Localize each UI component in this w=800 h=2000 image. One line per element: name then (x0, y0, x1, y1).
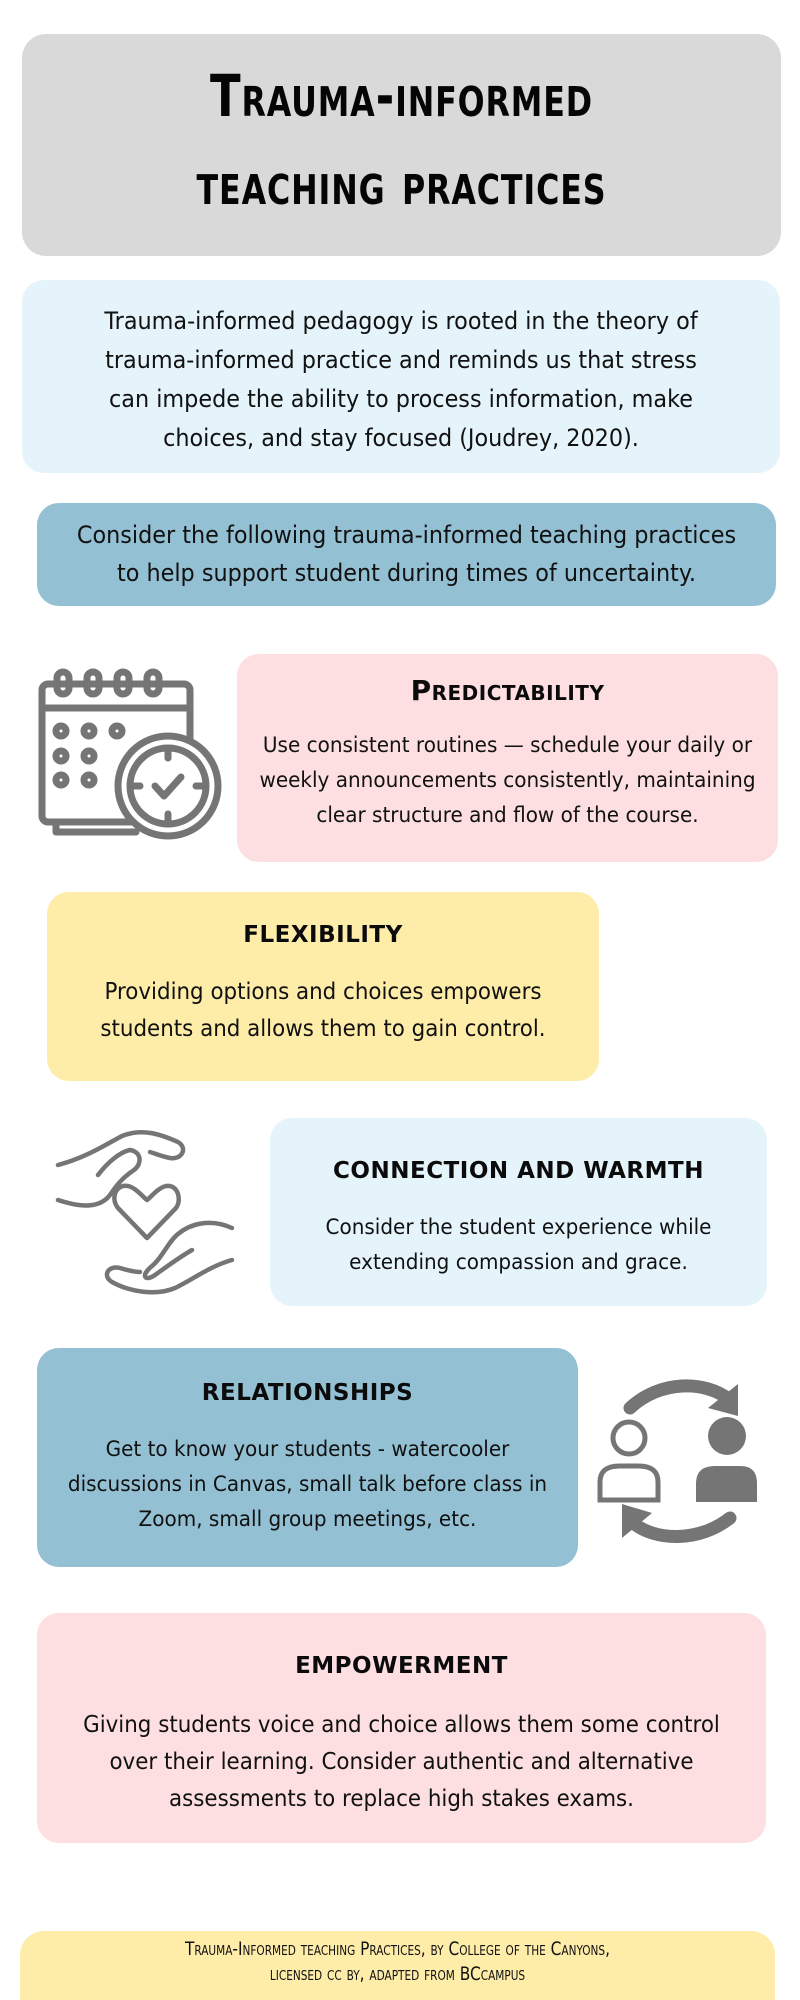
page-title-line-2: teaching practices (196, 150, 607, 218)
people-exchange-icon (597, 1379, 757, 1543)
consider-panel: Consider the following trauma-informed t… (37, 503, 776, 606)
attribution-text: Trauma-Informed teaching Practices, by C… (58, 1937, 738, 1987)
hands-heart-icon (55, 1130, 235, 1295)
card-body: Get to know your students - watercooler … (67, 1437, 548, 1532)
title-banner: Trauma-informed teaching practices (22, 34, 781, 256)
calendar-clock-icon (38, 668, 222, 840)
card-relationships: Relationships Get to know your students … (37, 1348, 578, 1567)
card-title: Flexibility (243, 922, 403, 948)
card-flexibility: Flexibility Providing options and choice… (47, 892, 599, 1081)
card-title: Predictability (410, 674, 605, 707)
card-connection-and-warmth: Connection and Warmth Consider the stude… (270, 1118, 767, 1306)
intro-panel: Trauma-informed pedagogy is rooted in th… (22, 280, 780, 473)
card-empowerment: Empowerment Giving students voice and ch… (37, 1613, 766, 1843)
card-body: Giving students voice and choice allows … (83, 1712, 720, 1812)
intro-text: Trauma-informed pedagogy is rooted in th… (104, 307, 698, 452)
card-title: Relationships (201, 1380, 414, 1406)
card-body: Consider the student experience while ex… (325, 1215, 712, 1275)
card-body: Use consistent routines — schedule your … (259, 733, 756, 828)
card-body: Providing options and choices empowers s… (100, 979, 546, 1042)
attribution-line-1: Trauma-Informed teaching Practices, by C… (185, 1938, 610, 1960)
page-title-line-1: Trauma-informed (210, 62, 593, 130)
card-title: Empowerment (295, 1653, 508, 1679)
consider-text: Consider the following trauma-informed t… (76, 521, 737, 587)
attribution-line-2: licensed cc by, adapted from BCcampus (269, 1963, 526, 1985)
card-title: Connection and Warmth (333, 1158, 704, 1184)
attribution-footer: Trauma-Informed teaching Practices, by C… (20, 1931, 775, 2000)
card-predictability: Predictability Use consistent routines —… (237, 654, 778, 862)
